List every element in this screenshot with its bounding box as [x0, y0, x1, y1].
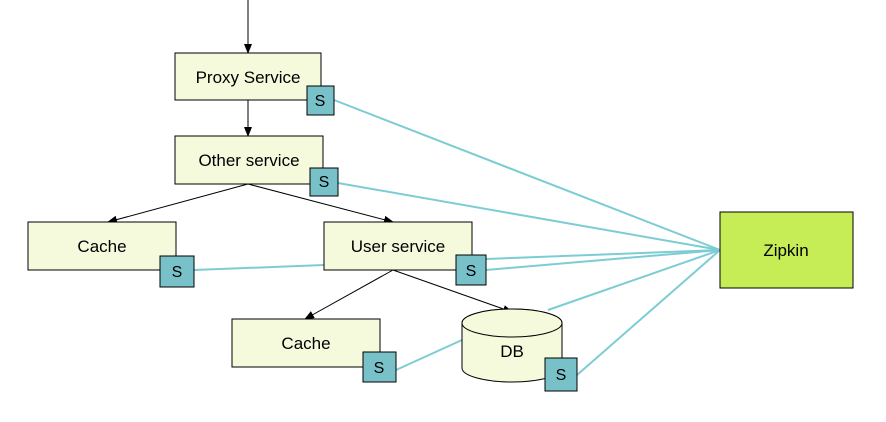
- badge-user-label: S: [466, 263, 477, 280]
- cache-left-label: Cache: [77, 237, 126, 256]
- zipkin-label: Zipkin: [763, 241, 808, 260]
- link-cache-left-user: [193, 264, 325, 271]
- badge-other-label: S: [319, 174, 330, 191]
- badge-cache-left-label: S: [172, 264, 183, 281]
- link-user-zipkin-2: [485, 249, 721, 271]
- db-label: DB: [500, 342, 524, 361]
- link-user-zipkin-1: [485, 249, 721, 260]
- other-service-node: Other service: [174, 135, 324, 185]
- proxy-service-node: Proxy Service: [174, 52, 322, 101]
- badge-db-label: S: [556, 367, 567, 384]
- proxy-service-label: Proxy Service: [196, 68, 301, 87]
- user-service-node: User service: [323, 221, 473, 271]
- cache-bottom-node: Cache: [231, 318, 381, 368]
- other-service-label: Other service: [198, 151, 299, 170]
- arrow-other-user: [247, 183, 394, 224]
- arrow-user-db: [392, 269, 513, 313]
- cache-bottom-label: Cache: [281, 334, 330, 353]
- badge-proxy: S: [306, 85, 335, 116]
- arrow-user-cache-bottom: [304, 269, 394, 320]
- zipkin-node: Zipkin: [719, 211, 854, 289]
- arrows: [107, 0, 513, 320]
- cache-left-node: Cache: [27, 221, 177, 271]
- badge-cache-bottom: S: [362, 351, 397, 383]
- badge-proxy-label: S: [315, 93, 326, 110]
- zipkin-links: [193, 99, 721, 376]
- badge-user: S: [455, 254, 487, 286]
- badge-cache-left: S: [159, 255, 195, 288]
- badge-cache-bottom-label: S: [374, 360, 385, 377]
- arrow-other-cache-left: [107, 183, 249, 224]
- badge-db: S: [544, 357, 578, 392]
- link-db-zipkin: [547, 249, 721, 311]
- badge-other: S: [309, 167, 339, 197]
- link-proxy-zipkin: [333, 99, 721, 251]
- link-cache-bottom-db: [395, 339, 463, 371]
- db-cylinder-top: [461, 308, 563, 338]
- link-other-zipkin: [337, 182, 721, 251]
- link-db-badge-zipkin: [576, 249, 721, 376]
- user-service-label: User service: [351, 237, 445, 256]
